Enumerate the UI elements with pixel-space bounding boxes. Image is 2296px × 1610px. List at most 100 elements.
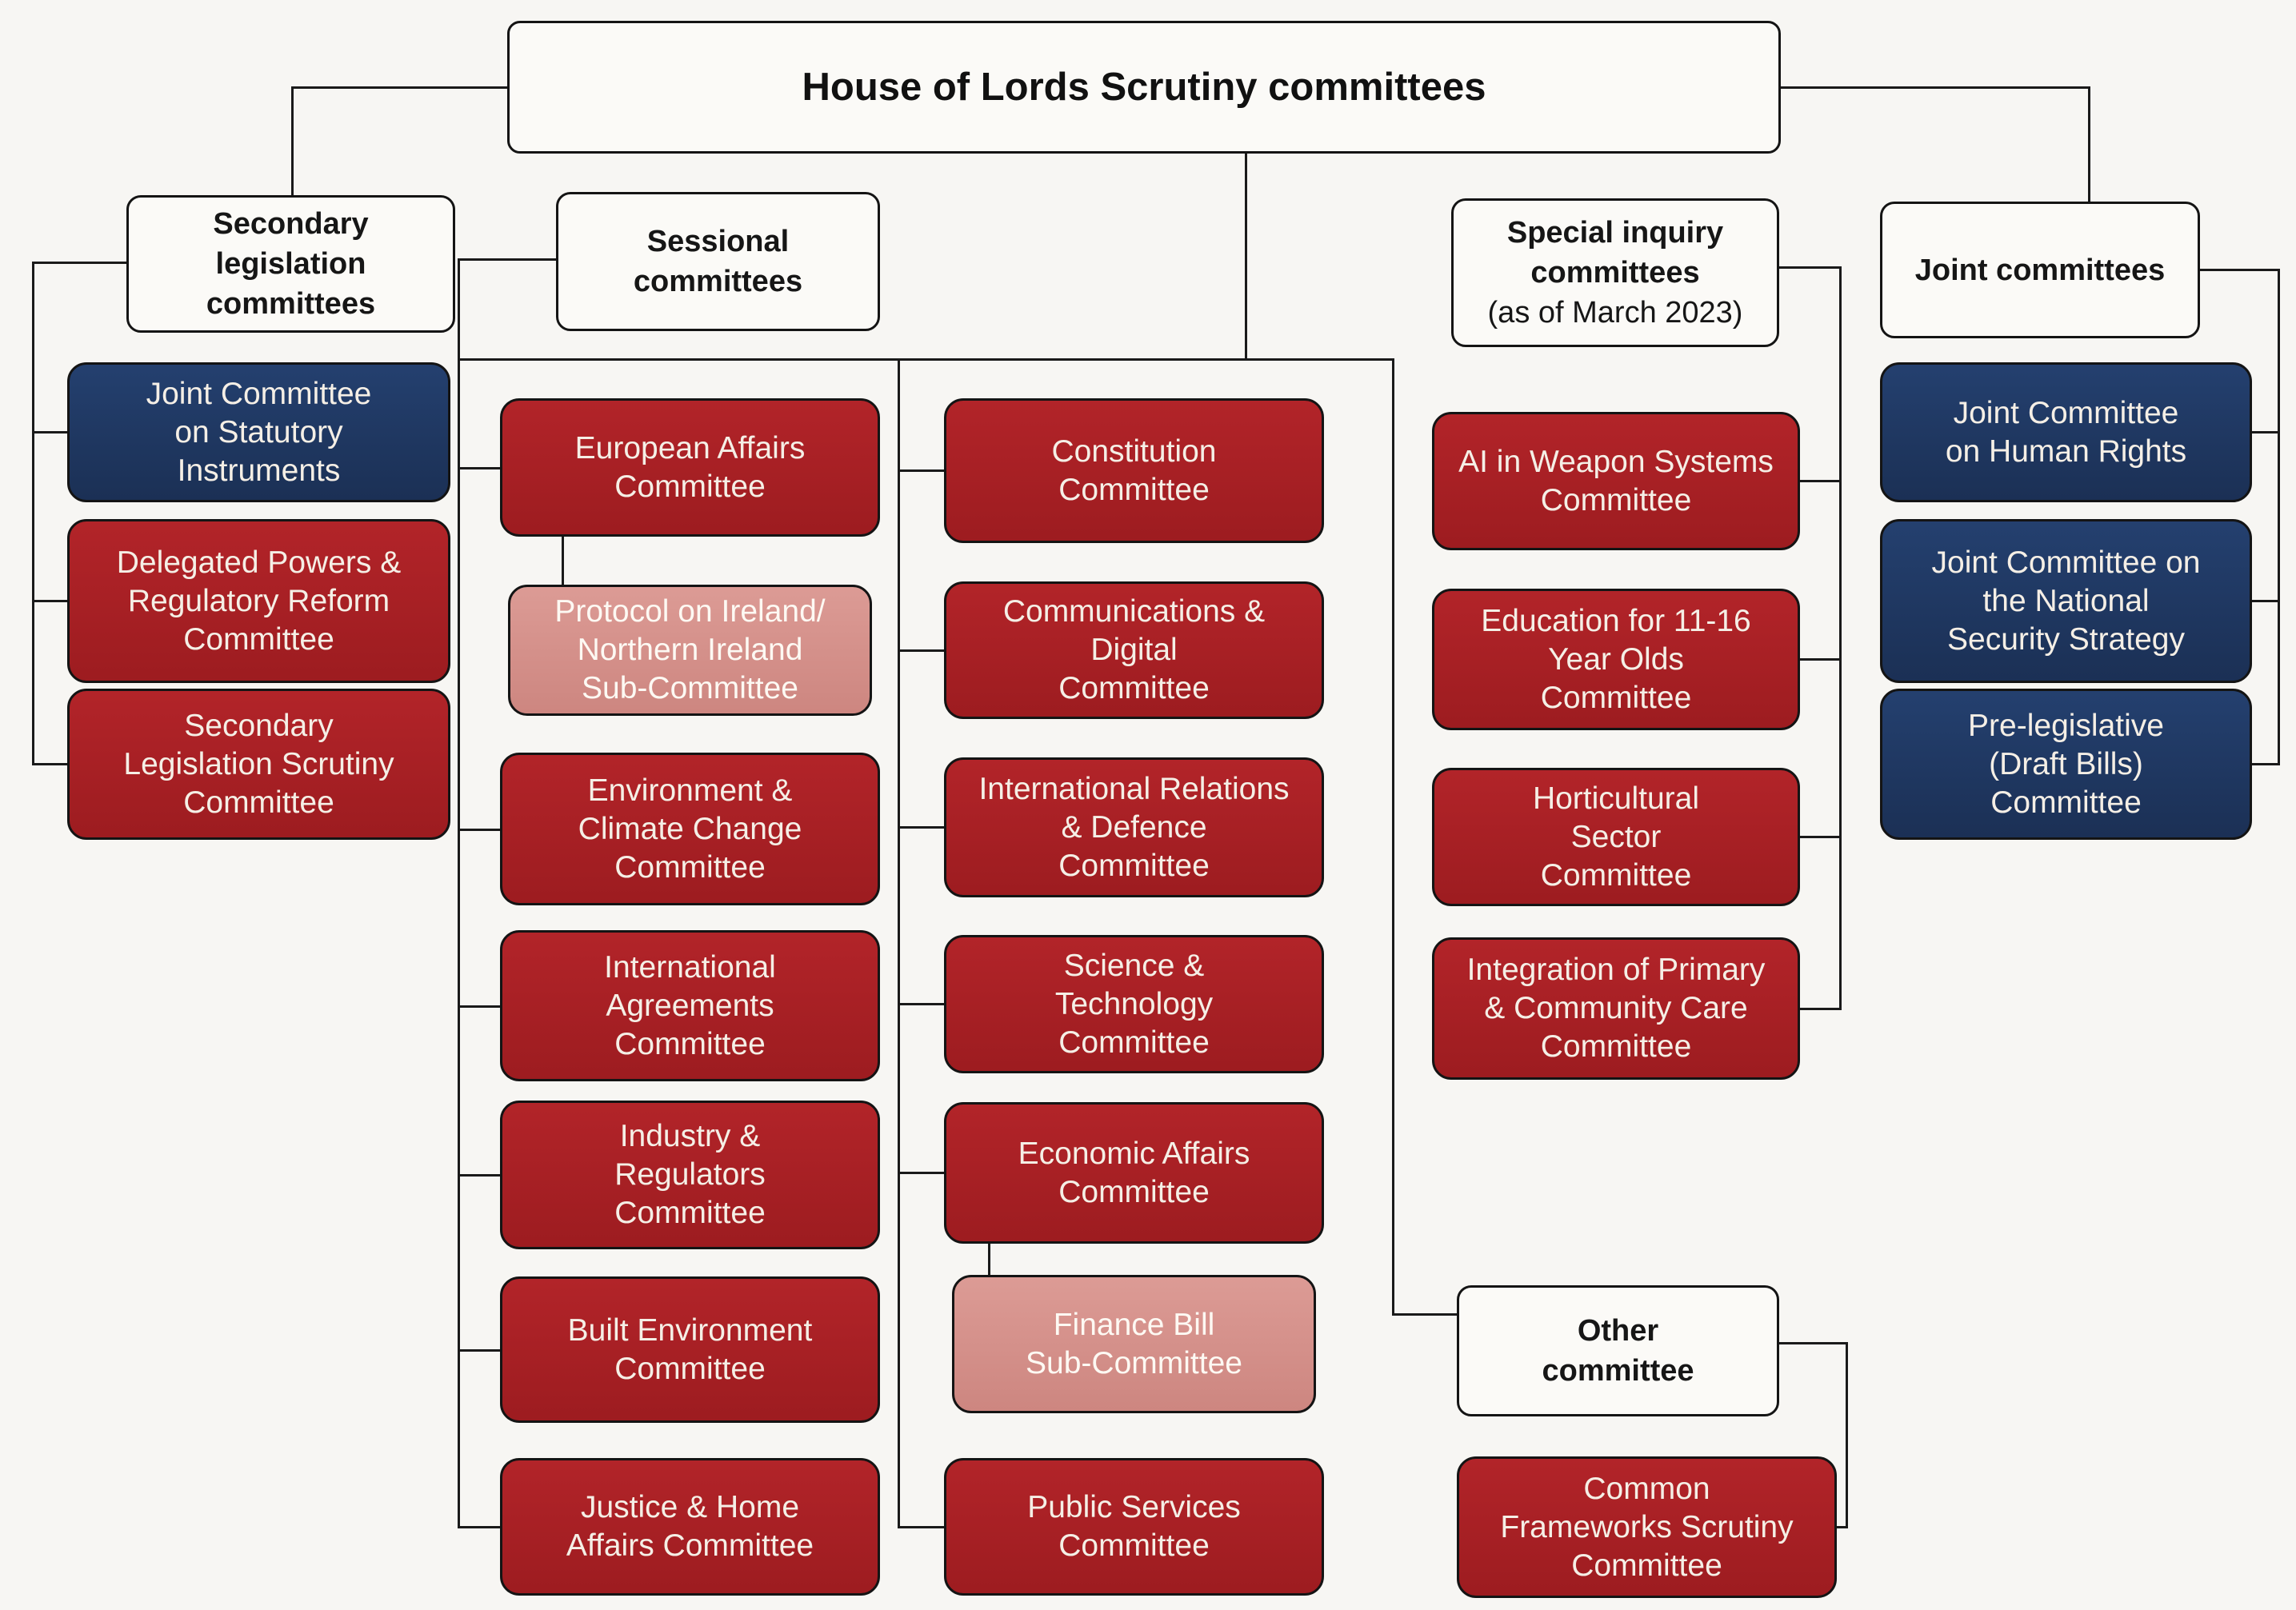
header-other-committee: Other committee	[1457, 1285, 1779, 1416]
connector-special-spine	[1839, 266, 1842, 1010]
connector-joint-header-h	[2200, 269, 2280, 271]
connector-sessional1-tick-5	[458, 1349, 502, 1352]
node-label: Communications & Digital Committee	[1002, 594, 1266, 705]
header-label: Joint committees	[1914, 253, 2166, 287]
connector-special-tick-3	[1800, 836, 1842, 838]
header-label: Special inquiry committees	[1506, 216, 1724, 290]
connector-title-right-v	[2088, 86, 2090, 204]
node-joint-committee-on-the-national-security-strategy: Joint Committee on the National Security…	[1880, 519, 2252, 683]
connector-special-tick-4	[1800, 1008, 1842, 1010]
node-label: Public Services Committee	[1027, 1490, 1241, 1563]
connector-joint-tick-2	[2252, 600, 2280, 602]
header-label: Sessional committees	[633, 225, 803, 298]
connector-title-center-v	[1245, 154, 1247, 361]
connector-sessional1-tick-2	[458, 829, 502, 831]
connector-title-left-v	[291, 86, 294, 198]
connector-sessional1-tick-6	[458, 1526, 502, 1528]
connector-secondary-tick-2	[32, 600, 70, 602]
node-label: Finance Bill Sub-Committee	[1026, 1307, 1242, 1380]
node-label: Horticultural Sector Committee	[1532, 781, 1700, 893]
node-label: Education for 11-16 Year Olds Committee	[1481, 603, 1751, 715]
connector-special-tick-1	[1800, 480, 1842, 482]
node-label: Science & Technology Committee	[1054, 948, 1214, 1060]
connector-sessional2-spine	[898, 358, 900, 1528]
connector-sessional2-tick-1	[898, 469, 946, 472]
node-public-services-committee: Public Services Committee	[944, 1458, 1324, 1596]
chart-title-label: House of Lords Scrutiny committees	[802, 66, 1486, 109]
connector-special-header-h	[1779, 266, 1842, 269]
header-subtitle: (as of March 2023)	[1487, 296, 1743, 330]
chart-title: House of Lords Scrutiny committees	[507, 21, 1781, 154]
node-constitution-committee: Constitution Committee	[944, 398, 1324, 543]
node-label: European Affairs Committee	[574, 430, 806, 504]
node-science-technology-committee: Science & Technology Committee	[944, 935, 1324, 1073]
connector-title-left-h	[291, 86, 510, 89]
connector-sessional2-tick-6	[898, 1526, 946, 1528]
header-sessional-committees: Sessional committees	[556, 192, 880, 331]
node-industry-regulators-committee: Industry & Regulators Committee	[500, 1101, 880, 1249]
connector-central-v	[1392, 358, 1394, 1316]
connector-joint-tick-1	[2252, 431, 2280, 433]
node-environment-climate-change-committee: Environment & Climate Change Committee	[500, 753, 880, 905]
connector-sessional1-tick-1	[458, 467, 502, 469]
node-label: Joint Committee on Statutory Instruments	[146, 376, 372, 488]
connector-sessional1-spine	[458, 258, 460, 1528]
connector-sessional2-tick-2	[898, 649, 946, 652]
node-label: Secondary Legislation Scrutiny Committee	[123, 708, 394, 820]
node-label: Economic Affairs Committee	[1018, 1136, 1250, 1209]
node-international-agreements-committee: International Agreements Committee	[500, 930, 880, 1081]
node-label: AI in Weapon Systems Committee	[1458, 444, 1774, 517]
node-finance-bill-sub-committee: Finance Bill Sub-Committee	[952, 1275, 1316, 1413]
connector-sessional2-tick-3	[898, 826, 946, 829]
node-label: Integration of Primary & Community Care …	[1466, 953, 1766, 1064]
connector-secondary-spine	[32, 262, 34, 765]
connector-common-frameworks-tick	[1837, 1526, 1848, 1528]
node-joint-committee-on-human-rights: Joint Committee on Human Rights	[1880, 362, 2252, 502]
node-ai-in-weapon-systems-committee: AI in Weapon Systems Committee	[1432, 412, 1800, 550]
connector-other-right-h	[1779, 1342, 1848, 1344]
connector-secondary-tick-3	[32, 763, 70, 765]
node-label: Protocol on Ireland/ Northern Ireland Su…	[554, 594, 826, 705]
connector-joint-spine	[2278, 269, 2280, 765]
connector-sessional1-tick-3	[458, 1005, 502, 1008]
connector-sessional2-tick-4	[898, 1003, 946, 1005]
header-joint-committees: Joint committees	[1880, 202, 2200, 338]
node-common-frameworks-scrutiny-committee: Common Frameworks Scrutiny Committee	[1457, 1456, 1837, 1598]
node-delegated-powers-regulatory-reform-committee: Delegated Powers & Regulatory Reform Com…	[67, 519, 450, 683]
node-label: Pre-legislative (Draft Bills) Committee	[1968, 708, 2164, 820]
node-joint-committee-on-statutory-instruments: Joint Committee on Statutory Instruments	[67, 362, 450, 502]
connector-sessional-header-h	[458, 258, 558, 261]
connector-protocol-v	[562, 537, 564, 586]
node-built-environment-committee: Built Environment Committee	[500, 1276, 880, 1423]
node-label: Environment & Climate Change Committee	[578, 773, 802, 885]
connector-special-tick-2	[1800, 658, 1842, 661]
node-integration-of-primary-community-care-committee: Integration of Primary & Community Care …	[1432, 937, 1800, 1080]
node-label: Justice & Home Affairs Committee	[566, 1490, 814, 1563]
node-label: International Relations & Defence Commit…	[978, 771, 1290, 883]
node-label: Joint Committee on the National Security…	[1931, 545, 2201, 657]
node-economic-affairs-committee: Economic Affairs Committee	[944, 1102, 1324, 1244]
header-label: Other committee	[1542, 1314, 1694, 1388]
node-european-affairs-committee: European Affairs Committee	[500, 398, 880, 537]
node-label: Constitution Committee	[1051, 433, 1217, 507]
connector-secondary-tick-1	[32, 431, 70, 433]
node-label: Common Frameworks Scrutiny Committee	[1500, 1471, 1794, 1583]
connector-trunk-h	[458, 358, 1394, 361]
header-label: Secondary legislation committees	[206, 207, 376, 321]
node-horticultural-sector-committee: Horticultural Sector Committee	[1432, 768, 1800, 906]
header-secondary-legislation-committees: Secondary legislation committees	[126, 195, 455, 333]
connector-secondary-header-h	[32, 262, 129, 264]
header-special-inquiry-committees: Special inquiry committees (as of March …	[1451, 198, 1779, 347]
connector-other-right-v	[1846, 1342, 1848, 1528]
node-label: International Agreements Committee	[604, 949, 776, 1061]
connector-joint-tick-3	[2252, 763, 2280, 765]
node-label: Delegated Powers & Regulatory Reform Com…	[116, 545, 402, 657]
node-label: Industry & Regulators Committee	[614, 1119, 766, 1230]
node-label: Built Environment Committee	[567, 1312, 813, 1386]
node-communications-digital-committee: Communications & Digital Committee	[944, 581, 1324, 719]
node-protocol-on-ireland-northern-ireland-sub-committee: Protocol on Ireland/ Northern Ireland Su…	[508, 585, 872, 716]
node-justice-home-affairs-committee: Justice & Home Affairs Committee	[500, 1458, 880, 1596]
node-pre-legislative-draft-bills-committee: Pre-legislative (Draft Bills) Committee	[1880, 689, 2252, 840]
connector-sessional1-tick-4	[458, 1174, 502, 1177]
